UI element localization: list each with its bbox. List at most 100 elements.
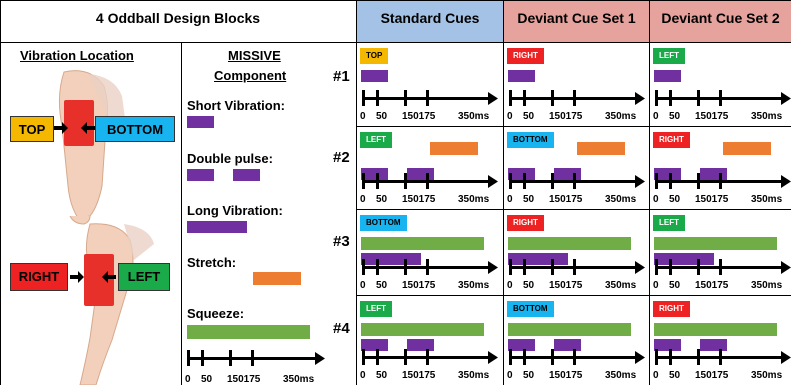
timeline-arrowhead bbox=[488, 351, 498, 364]
short-vibration-bar bbox=[361, 70, 388, 82]
timeline-line bbox=[362, 356, 490, 359]
double-pulse-bar bbox=[654, 168, 681, 180]
timeline-tick-350: 350ms bbox=[751, 194, 783, 205]
timeline-axis bbox=[655, 259, 791, 275]
location-badge: RIGHT bbox=[507, 48, 544, 64]
timeline-axis bbox=[509, 173, 645, 189]
timeline-line bbox=[362, 97, 490, 100]
timeline-tick-0: 0 bbox=[653, 111, 659, 122]
double-pulse-bar bbox=[508, 168, 535, 180]
timeline-arrowhead bbox=[488, 261, 498, 274]
timeline-tick-50: 50 bbox=[376, 370, 388, 381]
timeline-tick-150175: 150175 bbox=[549, 194, 583, 205]
squeeze-bar bbox=[361, 323, 484, 336]
right-location-box: RIGHT bbox=[10, 263, 68, 291]
timeline-line bbox=[509, 266, 637, 269]
timeline-tick-50: 50 bbox=[669, 194, 681, 205]
timeline-tick-350: 350ms bbox=[605, 280, 637, 291]
timeline-arrowhead bbox=[635, 175, 645, 188]
timeline-tick-0: 0 bbox=[360, 194, 366, 205]
arm-front-illustration bbox=[58, 70, 126, 225]
legend-timeline: 0 50 150175 350ms bbox=[183, 348, 355, 385]
timeline-arrowhead bbox=[635, 351, 645, 364]
timeline-axis bbox=[655, 90, 791, 106]
location-badge: BOTTOM bbox=[360, 215, 407, 231]
divider bbox=[503, 0, 504, 385]
timeline-tick-50: 50 bbox=[201, 374, 213, 385]
timeline-tick-150175: 150175 bbox=[695, 111, 729, 122]
divider bbox=[356, 295, 791, 296]
design-title: 4 Oddball Design Blocks bbox=[95, 10, 261, 26]
double-pulse-bar bbox=[654, 339, 681, 351]
divider bbox=[181, 42, 182, 385]
timeline-tick-0: 0 bbox=[360, 370, 366, 381]
short-vibration-bar bbox=[654, 70, 681, 82]
timeline-line bbox=[509, 356, 637, 359]
timeline-axis bbox=[509, 259, 645, 275]
vibration-location-title: Vibration Location bbox=[20, 48, 134, 63]
left-location-label: LEFT bbox=[127, 269, 161, 284]
arrow-icon bbox=[54, 122, 68, 134]
location-badge: LEFT bbox=[653, 215, 685, 231]
timeline-tick-350: 350ms bbox=[283, 374, 315, 385]
timeline-tick-350: 350ms bbox=[605, 194, 637, 205]
timeline-line bbox=[655, 266, 783, 269]
deviant-set-2-header: Deviant Cue Set 2 bbox=[650, 0, 791, 42]
left-location-box: LEFT bbox=[118, 263, 170, 291]
timeline-arrowhead bbox=[781, 92, 791, 105]
stretch-bar bbox=[253, 272, 301, 285]
timeline-tick-0: 0 bbox=[360, 280, 366, 291]
timeline-tick-50: 50 bbox=[669, 111, 681, 122]
row-label-3: #3 bbox=[333, 233, 350, 250]
timeline-tick-0: 0 bbox=[507, 280, 513, 291]
top-location-box: TOP bbox=[10, 116, 54, 142]
divider bbox=[649, 0, 650, 385]
stretch-bar bbox=[577, 142, 625, 155]
timeline-axis bbox=[655, 173, 791, 189]
timeline-tick-150175: 150175 bbox=[549, 280, 583, 291]
timeline-line bbox=[509, 180, 637, 183]
squeeze-label: Squeeze: bbox=[187, 306, 245, 321]
deviant-set-1-label: Deviant Cue Set 1 bbox=[517, 10, 636, 26]
timeline-arrowhead bbox=[488, 175, 498, 188]
squeeze-bar bbox=[654, 323, 777, 336]
timeline-tick-150175: 150175 bbox=[695, 194, 729, 205]
timeline-arrowhead bbox=[635, 261, 645, 274]
timeline-tick-150175: 150175 bbox=[549, 370, 583, 381]
missive-title-line1: MISSIVE bbox=[228, 48, 281, 63]
timeline-axis bbox=[509, 90, 645, 106]
double-pulse-bar bbox=[407, 339, 434, 351]
timeline-line bbox=[655, 97, 783, 100]
timeline-tick-350: 350ms bbox=[458, 194, 490, 205]
short-vibration-bar bbox=[187, 116, 214, 128]
location-badge: BOTTOM bbox=[507, 301, 554, 317]
long-vibration-label: Long Vibration: bbox=[187, 203, 283, 218]
timeline-tick-350: 350ms bbox=[458, 111, 490, 122]
timeline-tick-0: 0 bbox=[653, 280, 659, 291]
double-pulse-bar bbox=[361, 339, 388, 351]
timeline-tick-0: 0 bbox=[653, 194, 659, 205]
timeline-axis bbox=[362, 90, 498, 106]
timeline-tick-350: 350ms bbox=[751, 111, 783, 122]
timeline-axis bbox=[655, 349, 791, 365]
squeeze-bar bbox=[654, 237, 777, 250]
timeline-tick-350: 350ms bbox=[605, 370, 637, 381]
timeline-tick-350: 350ms bbox=[458, 280, 490, 291]
timeline-tick-50: 50 bbox=[376, 280, 388, 291]
location-badge: RIGHT bbox=[507, 215, 544, 231]
timeline-arrowhead bbox=[781, 261, 791, 274]
timeline-tick-150175: 150175 bbox=[402, 111, 436, 122]
squeeze-bar bbox=[508, 237, 631, 250]
timeline-tick-350: 350ms bbox=[751, 370, 783, 381]
location-badge: LEFT bbox=[653, 48, 685, 64]
double-pulse-bar-2 bbox=[233, 169, 260, 181]
deviant-set-1-header: Deviant Cue Set 1 bbox=[504, 0, 649, 42]
location-badge: LEFT bbox=[360, 132, 392, 148]
stretch-bar bbox=[723, 142, 771, 155]
